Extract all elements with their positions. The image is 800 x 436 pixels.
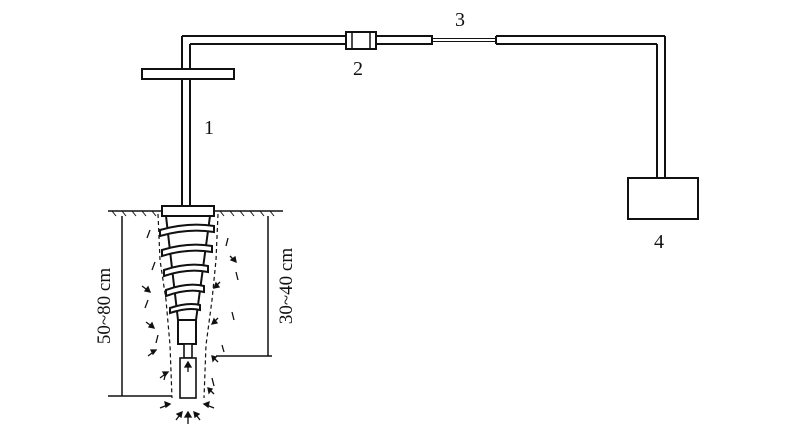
dimension-total-depth xyxy=(108,216,172,397)
horizontal-pipe-right xyxy=(495,35,666,178)
depth-drill-label: 30~40 cm xyxy=(276,248,297,324)
horizontal-pipe-left xyxy=(182,35,346,45)
horizontal-pipe-middle xyxy=(375,35,433,45)
label-1: 1 xyxy=(204,117,214,139)
label-4: 4 xyxy=(654,231,664,253)
flange-plate xyxy=(141,68,235,80)
connector-2 xyxy=(345,31,377,50)
label-3: 3 xyxy=(455,9,465,31)
thin-tube-3 xyxy=(432,38,496,42)
dimension-drill-depth xyxy=(216,216,272,357)
borehole-walls xyxy=(157,213,219,399)
ground-surface xyxy=(108,210,283,217)
gas-flow-arrows xyxy=(141,255,237,424)
auger-drill xyxy=(159,205,215,399)
depth-total-label: 50~80 cm xyxy=(94,268,115,344)
vertical-probe-pipe xyxy=(181,36,191,207)
collection-box-4 xyxy=(627,177,699,220)
label-2: 2 xyxy=(353,58,363,80)
